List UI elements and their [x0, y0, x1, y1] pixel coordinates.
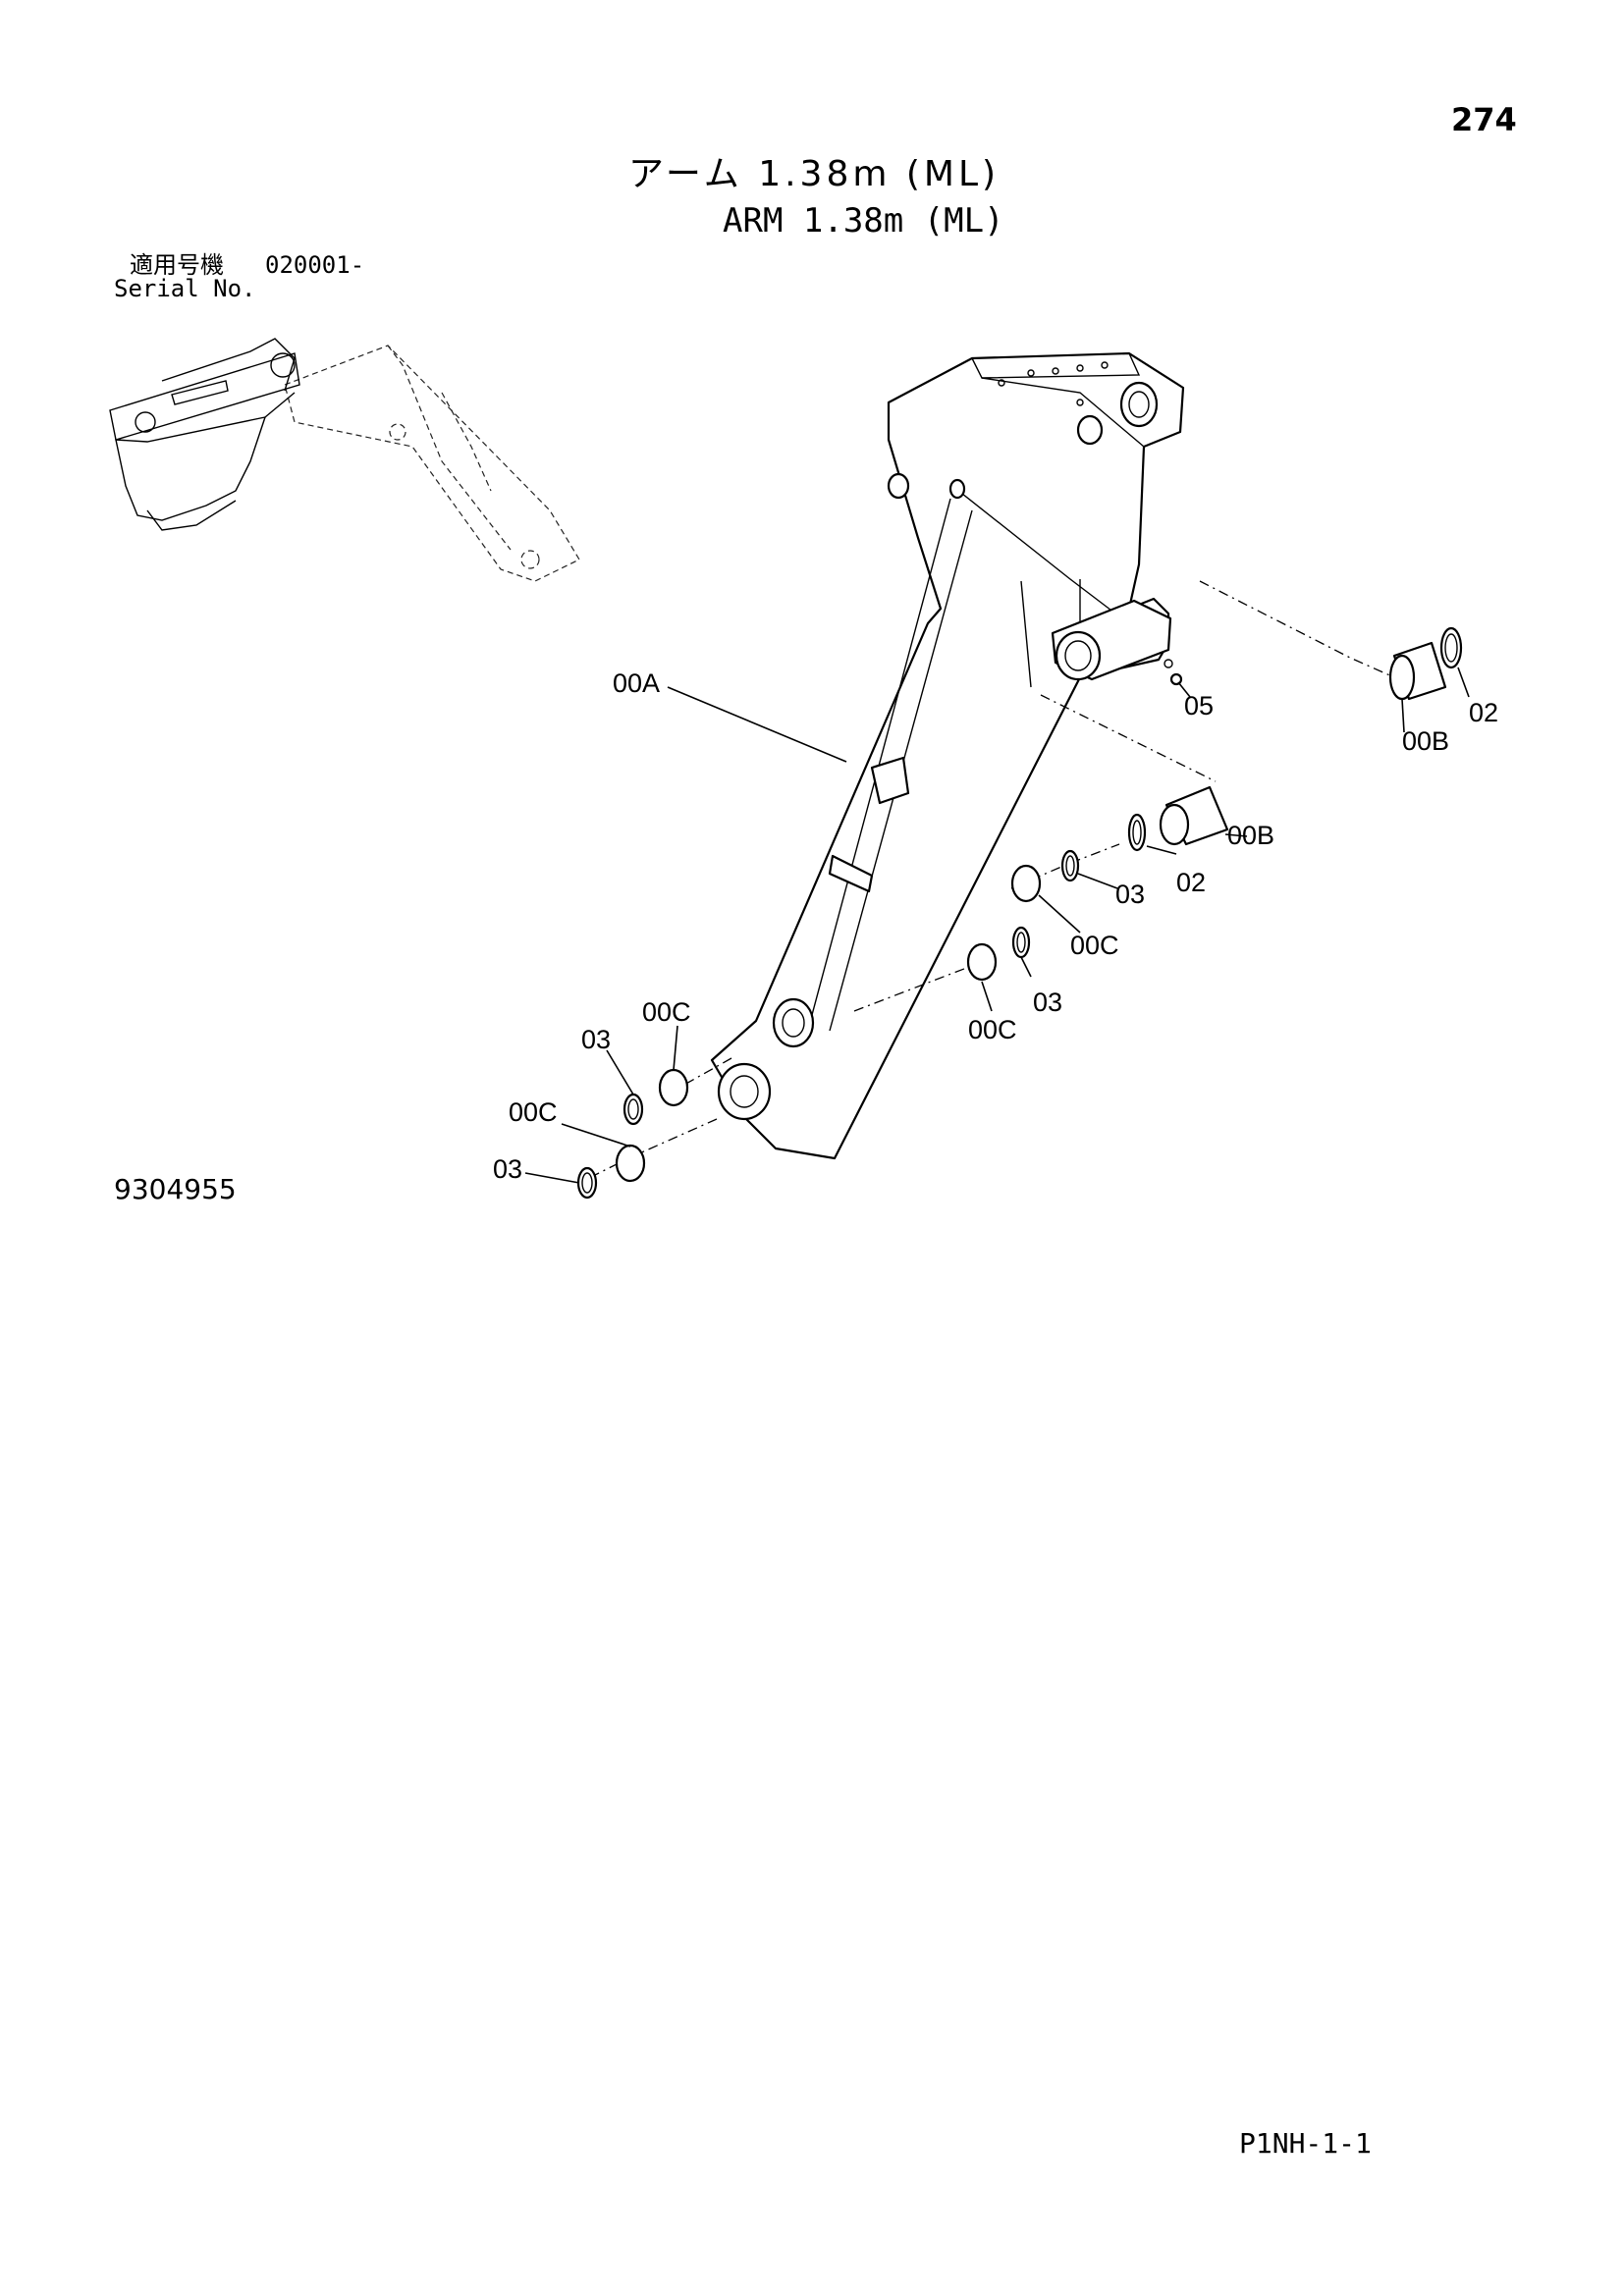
serial-label-japanese: 適用号機 [130, 251, 224, 279]
callout-bushing-c-left-upper: 00C [642, 997, 691, 1027]
serial-label-english: Serial No. [114, 275, 256, 302]
title-japanese: アーム 1.38m (ML) [628, 154, 1001, 194]
callout-seal-03-mid-upper: 03 [1115, 880, 1145, 909]
attachment-locator-thumbnail [109, 338, 580, 582]
callout-bushing-c-mid-lower: 00C [968, 1015, 1017, 1044]
callout-seal-02-mid: 02 [1176, 868, 1206, 897]
page-code: P1NH-1-1 [1239, 2127, 1372, 2160]
callout-bushing-b-right: 00B [1402, 726, 1449, 756]
callout-bushing-c-mid-upper: 00C [1070, 931, 1119, 960]
callout-seal-02-right: 02 [1469, 698, 1498, 727]
callout-seal-03-mid-lower: 03 [1033, 988, 1062, 1017]
callout-bushing-c-left-lower: 00C [509, 1097, 558, 1127]
callout-bushing-b-mid: 00B [1227, 821, 1274, 850]
callout-grease-05: 05 [1184, 691, 1214, 721]
serial-value: 020001- [265, 251, 365, 279]
arm-main-body [710, 351, 1185, 1160]
page-number: 274 [1451, 101, 1517, 138]
bushing-set-lower-left [576, 1057, 732, 1200]
bushing-set-upper-right [853, 580, 1463, 1012]
drawing-number: 9304955 [114, 1173, 237, 1205]
callout-seal-03-left-lower: 03 [493, 1154, 522, 1184]
callout-leader-lines [524, 667, 1470, 1184]
title-english: ARM 1.38m (ML) [723, 201, 1004, 240]
callout-labels: 00A 00B 02 05 00B 02 03 00C 03 00C 00C 0… [493, 668, 1498, 1184]
callout-seal-03-left-upper: 03 [581, 1025, 611, 1054]
callout-arm: 00A [613, 668, 660, 698]
